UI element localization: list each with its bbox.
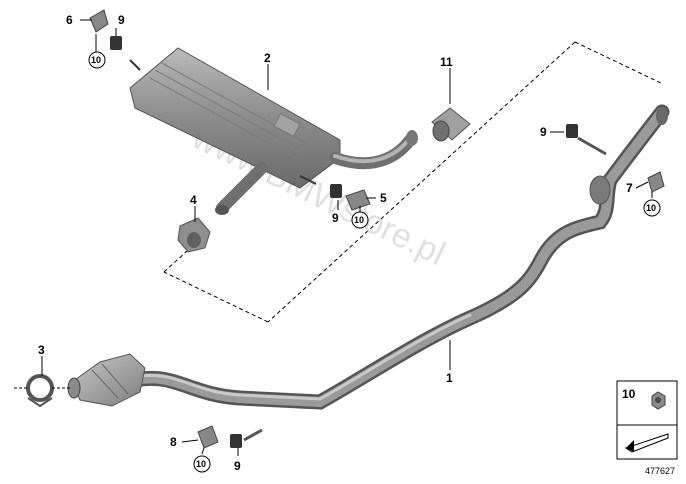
label-part-9-mid: 9: [332, 211, 339, 225]
legend-box: 10: [616, 380, 678, 426]
bracket-part-5: [345, 189, 371, 211]
pipe-sleeve: [431, 107, 471, 142]
label-part-9-top: 9: [118, 13, 125, 27]
label-part-9-right: 9: [540, 125, 547, 139]
rubber-mount-mid: [330, 184, 342, 198]
rubber-mount-right: [566, 124, 607, 156]
rubber-mount-bottom: [230, 428, 263, 448]
label-part-7: 7: [626, 181, 633, 195]
label-part-10-mid: 10: [354, 215, 364, 225]
label-part-4: 4: [190, 193, 197, 207]
callout-circle-10-right: [643, 199, 661, 217]
label-part-5: 5: [380, 191, 387, 205]
label-part-6: 6: [66, 13, 73, 27]
label-part-3: 3: [38, 343, 45, 357]
bracket-part-7: [647, 171, 665, 193]
label-part-9-bottom: 9: [234, 459, 241, 473]
label-part-10-right: 10: [646, 203, 656, 213]
rear-muffler: [129, 47, 418, 215]
rubber-mount-top-left: [110, 36, 122, 50]
label-part-2: 2: [264, 51, 271, 65]
clamp-part: [177, 217, 211, 253]
callout-circle-10-top: [88, 51, 106, 69]
hex-nut-icon: [651, 391, 666, 410]
callout-circle-10-bottom: [193, 455, 211, 473]
label-part-11: 11: [440, 55, 453, 69]
bracket-part-8: [197, 425, 219, 449]
gasket-ring: [14, 374, 72, 408]
bracket-part-6: [89, 9, 109, 33]
callout-circle-10-mid: [351, 211, 369, 229]
front-pipe-part: [127, 104, 670, 410]
label-part-8: 8: [170, 435, 177, 449]
reference-number: 477627: [645, 466, 675, 476]
label-part-10-bottom: 10: [196, 459, 206, 469]
catalytic-converter: [67, 353, 146, 407]
legend-item-number: 10: [622, 387, 636, 401]
leader-lines: [41, 19, 653, 456]
label-part-10-top: 10: [91, 55, 101, 65]
label-part-1: 1: [446, 371, 453, 385]
arrow-tray-icon: [616, 424, 678, 460]
